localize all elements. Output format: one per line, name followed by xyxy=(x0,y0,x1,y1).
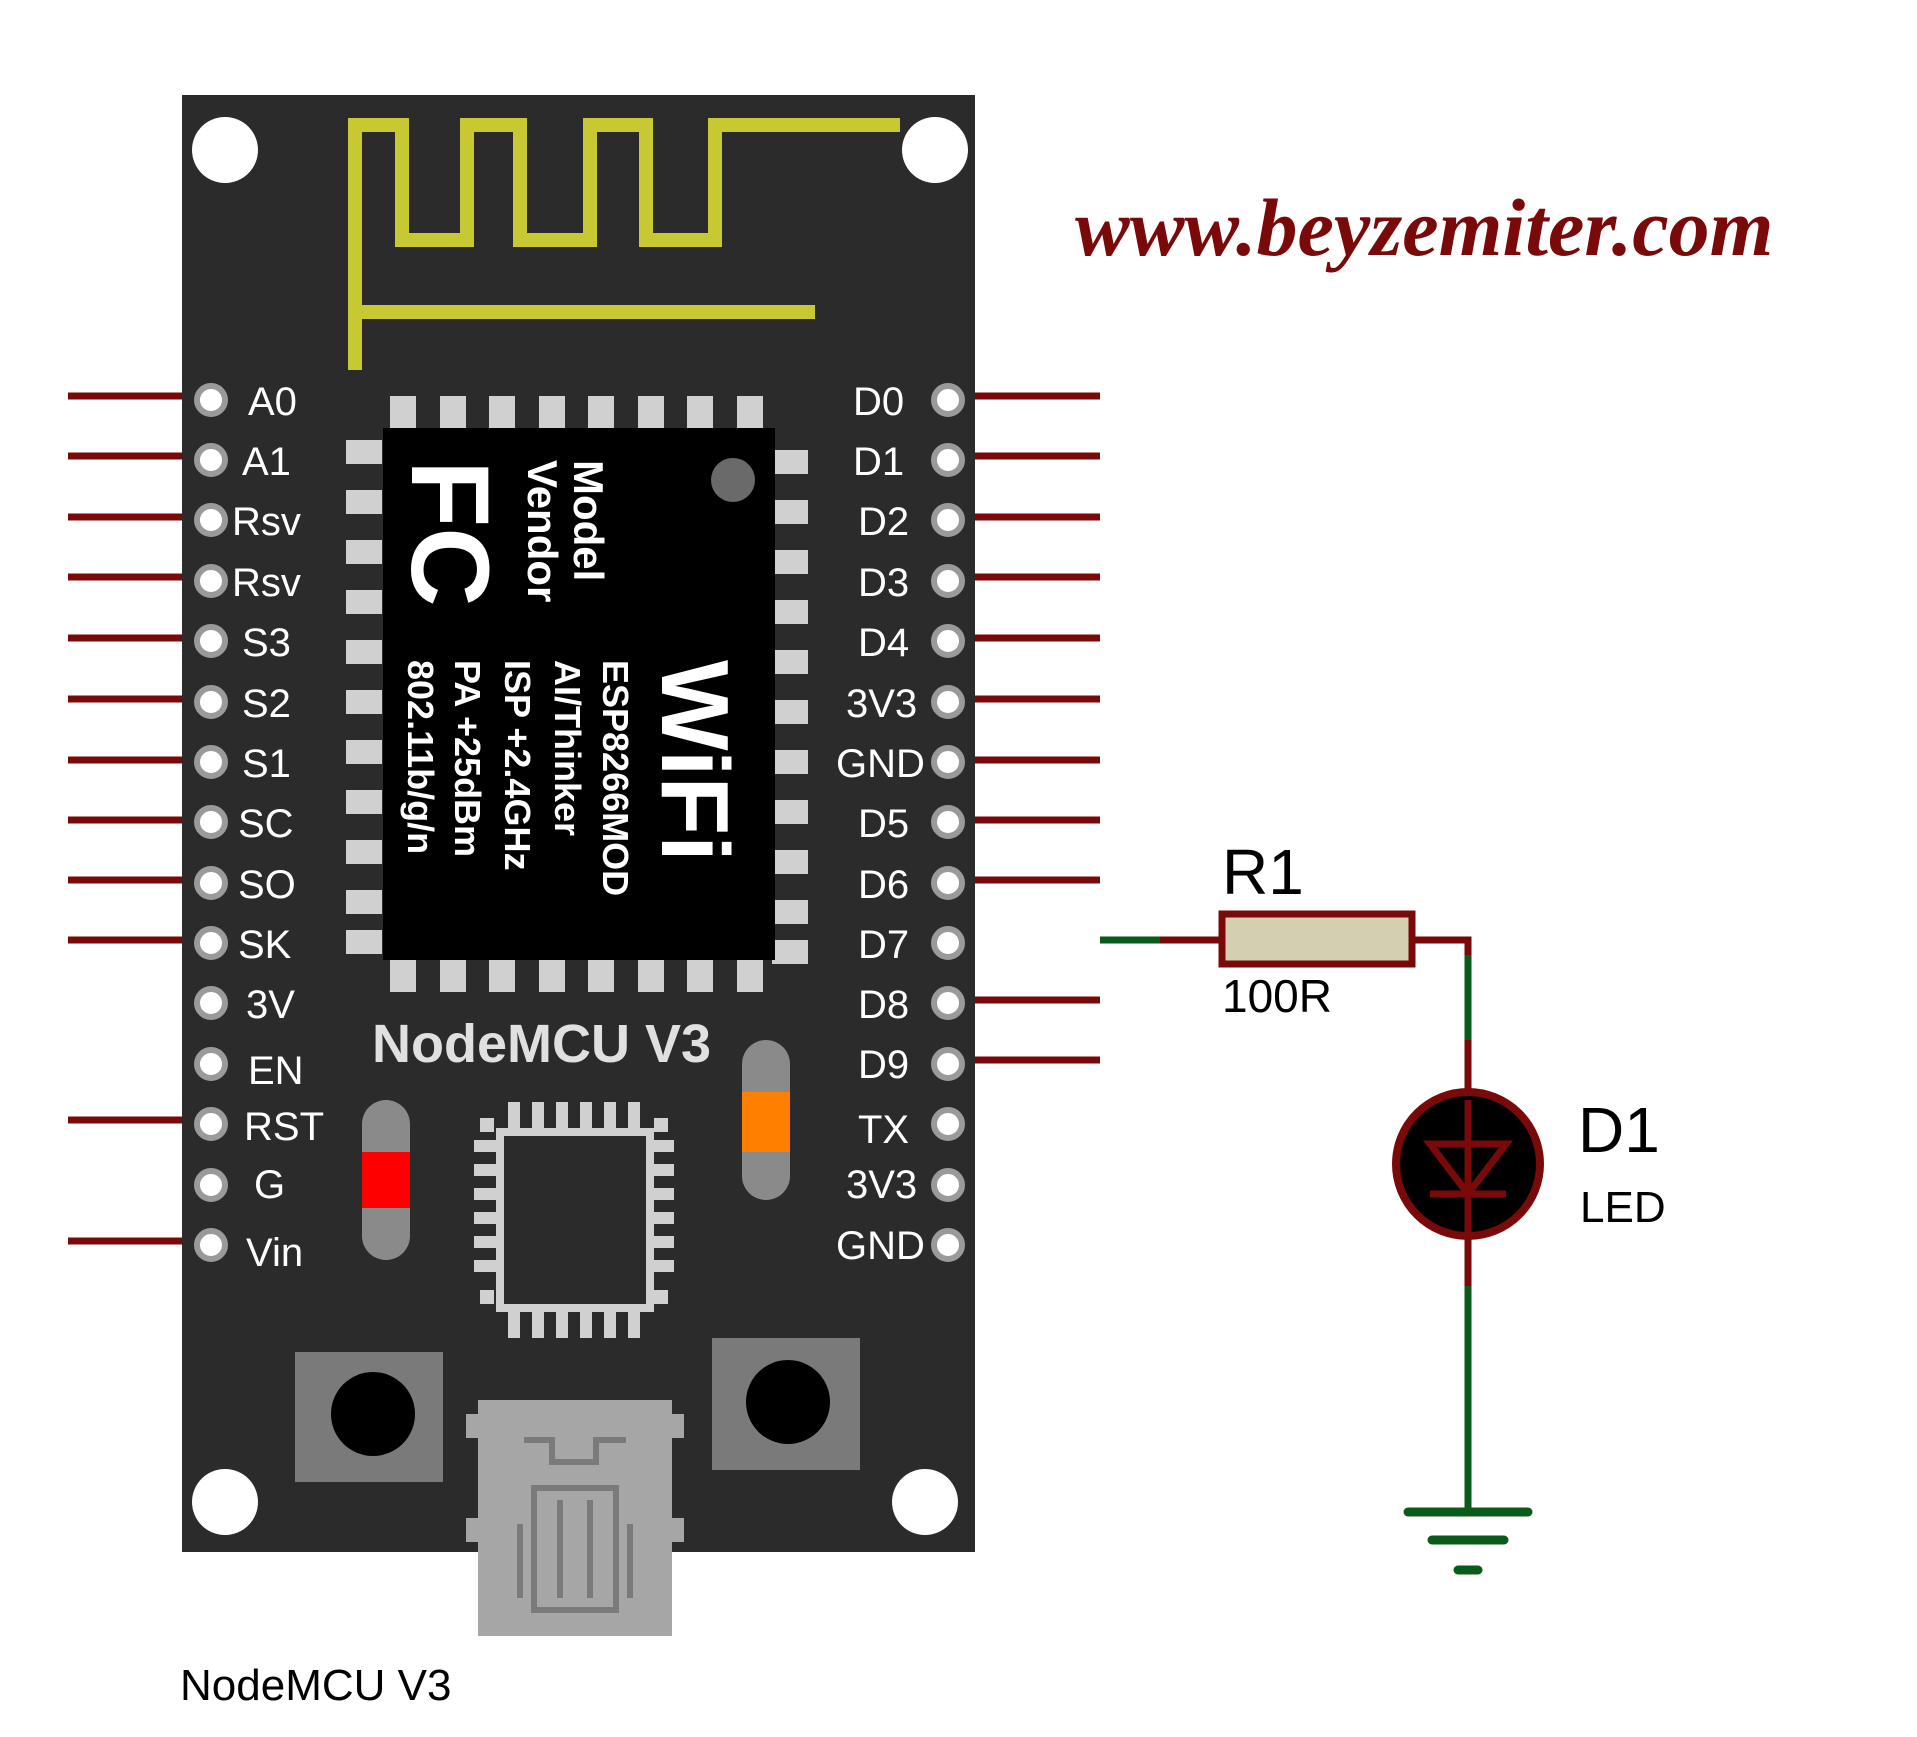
module-model-label: Model xyxy=(565,460,612,581)
pin-label-TX: TX xyxy=(858,1108,909,1152)
module-logo: FC xyxy=(388,460,511,607)
module-model: ESP8266MOD xyxy=(595,660,636,896)
onboard-led-red xyxy=(362,1100,410,1260)
mounting-holes xyxy=(192,117,968,1535)
pin-label-D6: D6 xyxy=(858,863,909,907)
left-pin-labels: A0 A1 Rsv Rsv S3 S2 S1 SC SO SK 3V EN RS… xyxy=(232,380,324,1275)
pin-label-Vin: Vin xyxy=(246,1231,303,1275)
left-header-pads xyxy=(194,383,228,1262)
net-r1-to-led xyxy=(1412,936,1472,955)
pin-label-GND: GND xyxy=(836,742,925,786)
watermark-url: www.beyzemiter.com xyxy=(1075,182,1773,273)
module-pads xyxy=(346,396,808,992)
module-wifi: WiFi xyxy=(641,660,748,862)
usb-connector xyxy=(466,1400,684,1636)
board-caption: NodeMCU V3 xyxy=(180,1661,451,1710)
pin-label-3V: 3V xyxy=(246,983,295,1027)
usb-serial-chip-body xyxy=(496,1128,654,1312)
pin-label-SC: SC xyxy=(238,802,294,846)
pin-label-A0: A0 xyxy=(248,380,297,424)
antenna-trace xyxy=(348,118,900,370)
module-standard: 802.11b/g/n xyxy=(400,660,441,854)
pin-label-D5: D5 xyxy=(858,802,909,846)
led-ref: D1 xyxy=(1578,1094,1660,1166)
pin-label-D7: D7 xyxy=(858,923,909,967)
pin-label-A1: A1 xyxy=(242,440,291,484)
onboard-led-orange xyxy=(742,1040,790,1200)
pin-label-D8: D8 xyxy=(858,983,909,1027)
pin-label-S1: S1 xyxy=(242,742,291,786)
resistor-ref: R1 xyxy=(1222,836,1304,908)
resistor-r1 xyxy=(1218,910,1416,968)
pin-label-S3: S3 xyxy=(242,621,291,665)
reset-button xyxy=(295,1352,443,1482)
module-vendor-label: Vendor xyxy=(519,460,566,602)
pin-label-EN: EN xyxy=(248,1049,304,1093)
pin-label-G: G xyxy=(254,1163,285,1207)
pin-label-GND: GND xyxy=(836,1224,925,1268)
pin-label-3V3: 3V3 xyxy=(846,1163,917,1207)
flash-button xyxy=(712,1338,860,1470)
pin-label-D2: D2 xyxy=(858,500,909,544)
pin-label-Rsv: Rsv xyxy=(232,561,301,605)
pin-label-SK: SK xyxy=(238,923,292,967)
resistor-value: 100R xyxy=(1222,970,1332,1022)
module-pa: PA +25dBm xyxy=(447,660,488,857)
pin-label-S2: S2 xyxy=(242,682,291,726)
module-markings: FC Vendor Model 802.11b/g/n PA +25dBm IS… xyxy=(388,460,748,896)
pin-label-RST: RST xyxy=(244,1105,324,1149)
pin-label-D3: D3 xyxy=(858,561,909,605)
ground-icon xyxy=(1403,1507,1533,1575)
module-dot xyxy=(711,458,755,502)
pin-label-D1: D1 xyxy=(853,440,904,484)
module-vendor: AI/Thinker xyxy=(547,660,588,836)
right-pin-labels: D0 D1 D2 D3 D4 3V3 GND D5 D6 D7 D8 D9 TX… xyxy=(836,380,925,1268)
pin-label-D4: D4 xyxy=(858,621,909,665)
pin-label-D0: D0 xyxy=(853,380,904,424)
pin-label-Rsv: Rsv xyxy=(232,500,301,544)
module-isp: ISP +2.4GHz xyxy=(497,660,538,870)
board-title: NodeMCU V3 xyxy=(372,1014,711,1074)
esp8266-module xyxy=(383,428,775,960)
pin-label-D9: D9 xyxy=(858,1043,909,1087)
pin-label-3V3: 3V3 xyxy=(846,682,917,726)
led-d1 xyxy=(1392,1088,1544,1240)
right-header-pads xyxy=(931,383,965,1262)
left-pin-wires xyxy=(68,392,200,1245)
led-value: LED xyxy=(1580,1183,1666,1232)
pin-label-SO: SO xyxy=(238,863,296,907)
